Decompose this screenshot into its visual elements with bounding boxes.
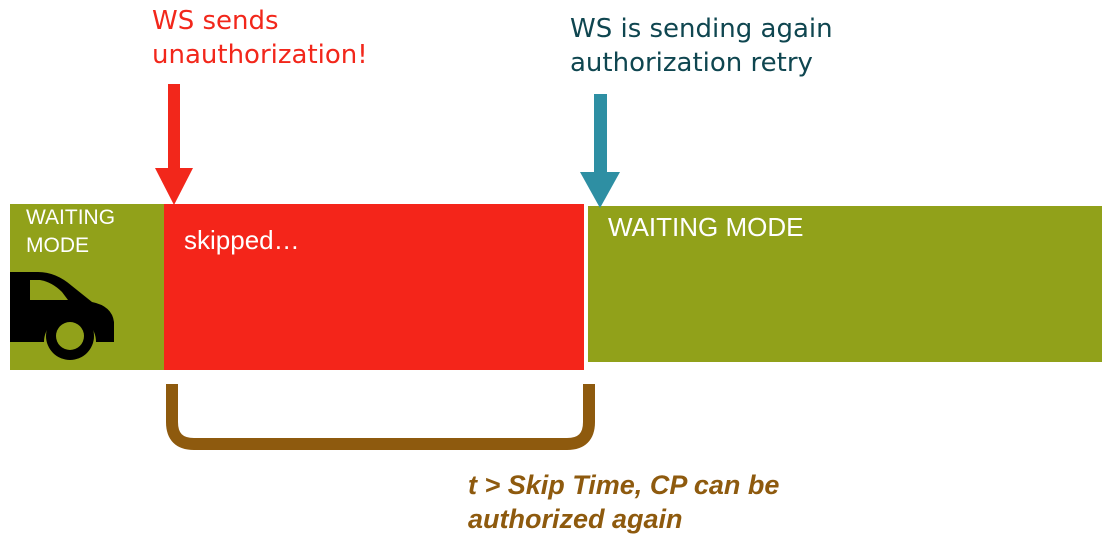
waiting-mode-label-left: WAITING MODE xyxy=(26,206,116,257)
bracket-icon xyxy=(166,384,595,450)
waiting-mode-bar-right: WAITING MODE xyxy=(588,206,1102,362)
unauthorization-text: WS sends unauthorization! xyxy=(152,6,368,70)
skip-time-caption: t > Skip Time, CP can be authorized agai… xyxy=(468,470,780,534)
skipped-label: skipped… xyxy=(184,225,300,255)
retry-callout: WS is sending again authorization retry xyxy=(570,12,833,80)
retry-text: WS is sending again authorization retry xyxy=(570,14,833,78)
waiting-mode-label-right: WAITING MODE xyxy=(608,212,804,242)
down-arrow-icon xyxy=(580,94,620,208)
down-arrow-icon xyxy=(155,84,193,205)
car-icon xyxy=(10,272,114,360)
skipped-bar: skipped… xyxy=(164,204,584,370)
unauthorization-callout: WS sends unauthorization! xyxy=(152,4,368,72)
